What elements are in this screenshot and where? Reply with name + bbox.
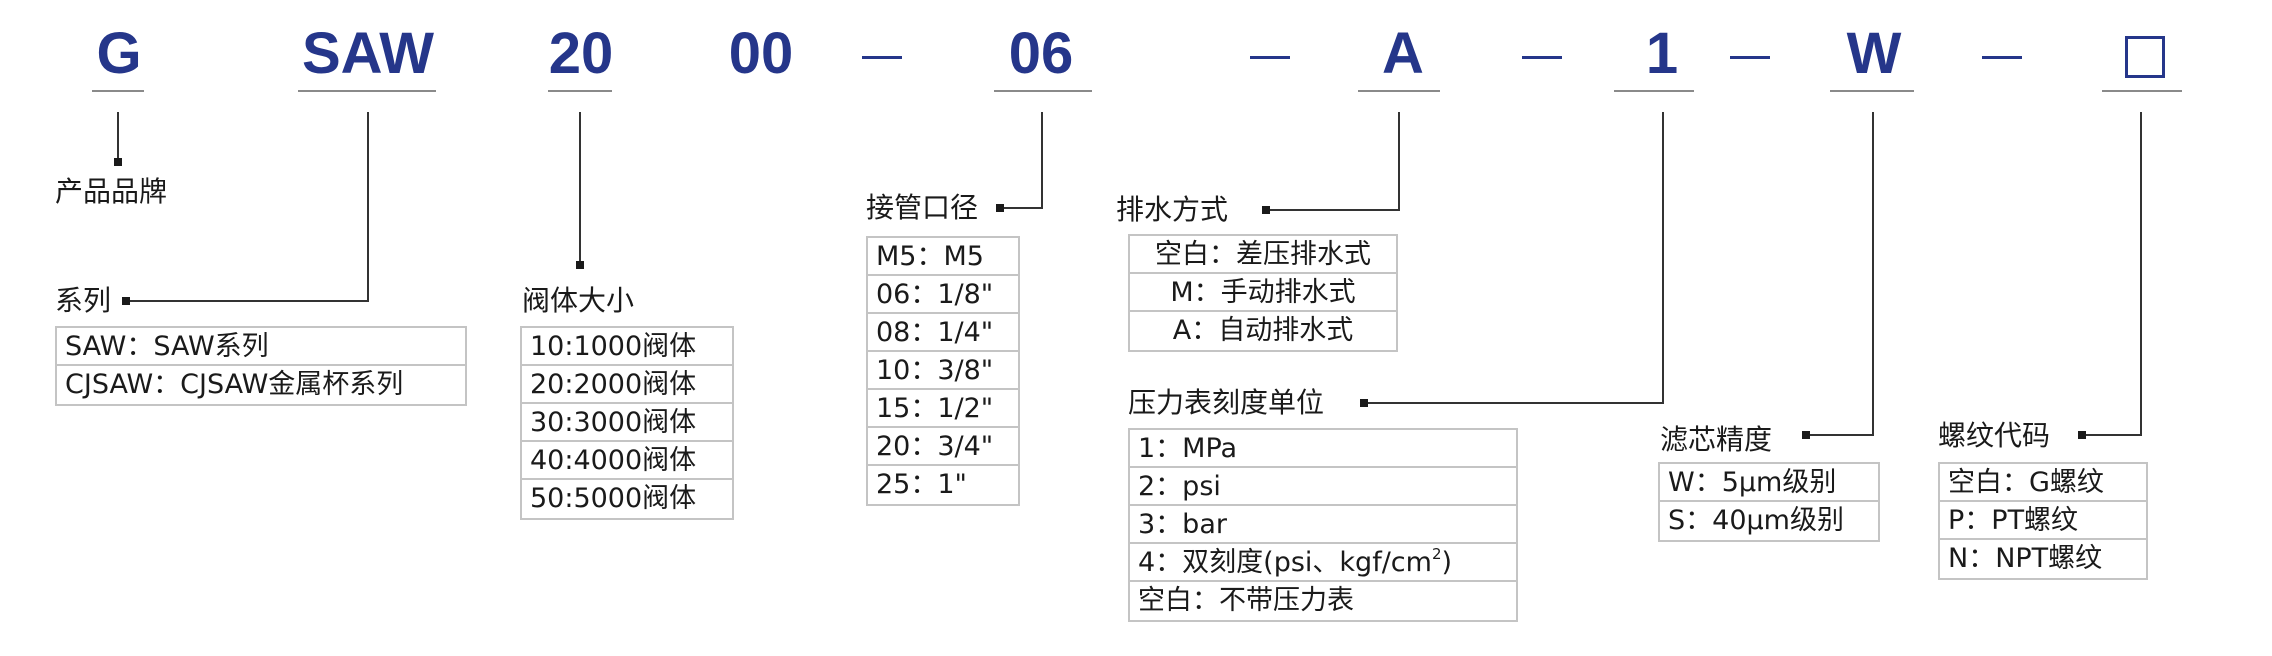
bullet-filter — [1802, 431, 1810, 439]
table-row: 15：1/2" — [868, 390, 1018, 428]
table-row: 06：1/8" — [868, 276, 1018, 314]
separator-dash — [1982, 56, 2022, 59]
connector-series — [128, 112, 369, 302]
table-row: 40:4000阀体 — [522, 442, 732, 480]
bullet-series — [122, 297, 130, 305]
table-row: 空白：G螺纹 — [1940, 464, 2146, 502]
code-thread — [2121, 12, 2169, 96]
body-size-table: 10:1000阀体 20:2000阀体 30:3000阀体 40:4000阀体 … — [520, 326, 734, 520]
table-row: 08：1/4" — [868, 314, 1018, 352]
label-body-size: 阀体大小 — [522, 284, 635, 317]
table-row: SAW：SAW系列 — [57, 328, 465, 366]
gauge-table: 1：MPa 2：psi 3：bar 4：双刻度(psi、kgf/cm2) 空白：… — [1128, 428, 1518, 622]
underline-drain — [1358, 90, 1440, 92]
table-row: CJSAW：CJSAW金属杯系列 — [65, 369, 404, 400]
table-row: 空白：差压排水式 — [1130, 236, 1396, 274]
code-filter: W — [1846, 21, 1902, 86]
table-row: 空白：不带压力表 — [1138, 585, 1354, 616]
bullet-port — [996, 204, 1004, 212]
connector-port — [1001, 112, 1043, 209]
port-table: M5：M5 06：1/8" 08：1/4" 10：3/8" 15：1/2" 20… — [866, 236, 1020, 506]
bullet-drain — [1262, 206, 1270, 214]
table-row: 20:2000阀体 — [522, 366, 732, 404]
bullet-gauge — [1360, 399, 1368, 407]
table-row: A：自动排水式 — [1172, 315, 1354, 346]
table-row: M：手动排水式 — [1130, 274, 1396, 312]
underline-thread — [2102, 90, 2182, 92]
table-row: S：40μm级别 — [1668, 505, 1844, 536]
table-row: N：NPT螺纹 — [1948, 543, 2103, 574]
table-row: 4：双刻度(psi、kgf/cm2) — [1130, 544, 1516, 582]
drain-table: 空白：差压排水式 M：手动排水式 A：自动排水式 — [1128, 234, 1398, 352]
table-row: 20：3/4" — [868, 428, 1018, 466]
table-row: 10:1000阀体 — [522, 328, 732, 366]
underline-size — [548, 90, 612, 92]
code-body: 00 — [728, 21, 794, 86]
table-row: W：5μm级别 — [1660, 464, 1878, 502]
label-brand: 产品品牌 — [55, 175, 168, 208]
table-row: 25：1" — [876, 469, 967, 500]
label-drain: 排水方式 — [1116, 193, 1229, 226]
thread-table: 空白：G螺纹 P：PT螺纹 N：NPT螺纹 — [1938, 462, 2148, 580]
connector-drain — [1268, 112, 1400, 211]
separator-dash — [1250, 56, 1290, 59]
code-size: 20 — [548, 21, 614, 86]
connector-filter — [1806, 112, 1874, 436]
table-row: 3：bar — [1130, 506, 1516, 544]
table-row: 50:5000阀体 — [530, 483, 697, 514]
underline-filter — [1830, 90, 1914, 92]
code-drain: A — [1382, 21, 1424, 86]
code-gauge: 1 — [1645, 21, 1679, 86]
separator-dash — [1730, 56, 1770, 59]
bullet-thread — [2078, 431, 2086, 439]
separator-dash — [862, 56, 902, 59]
underline-gauge — [1614, 90, 1694, 92]
underline-saw — [298, 90, 436, 92]
table-row: P：PT螺纹 — [1940, 502, 2146, 540]
table-row: 2：psi — [1130, 468, 1516, 506]
label-filter: 滤芯精度 — [1660, 423, 1773, 456]
label-thread: 螺纹代码 — [1938, 419, 2051, 452]
table-row: 10：3/8" — [868, 352, 1018, 390]
connector-gauge — [1364, 112, 1664, 404]
label-series: 系列 — [55, 284, 112, 317]
gauge-dual-text: 4：双刻度(psi、kgf/cm — [1138, 547, 1432, 578]
table-row: M5：M5 — [868, 238, 1018, 276]
filter-table: W：5μm级别 S：40μm级别 — [1658, 462, 1880, 542]
bullet-brand — [114, 158, 122, 166]
connector-thread — [2082, 112, 2142, 436]
code-g: G — [96, 21, 142, 86]
underline-port — [994, 90, 1092, 92]
table-row: 1：MPa — [1130, 430, 1516, 468]
code-saw: SAW — [301, 21, 435, 86]
separator-dash — [1522, 56, 1562, 59]
closing-paren: ) — [1441, 547, 1453, 578]
series-table: SAW：SAW系列 CJSAW：CJSAW金属杯系列 — [55, 326, 467, 406]
label-gauge: 压力表刻度单位 — [1128, 386, 1325, 419]
blank-box-icon — [2125, 36, 2165, 78]
superscript-two: 2 — [1431, 545, 1442, 563]
label-port: 接管口径 — [866, 191, 979, 224]
underline-g — [92, 90, 144, 92]
table-row: 30:3000阀体 — [522, 404, 732, 442]
bullet-body-size — [576, 261, 584, 269]
code-port: 06 — [1008, 21, 1074, 86]
